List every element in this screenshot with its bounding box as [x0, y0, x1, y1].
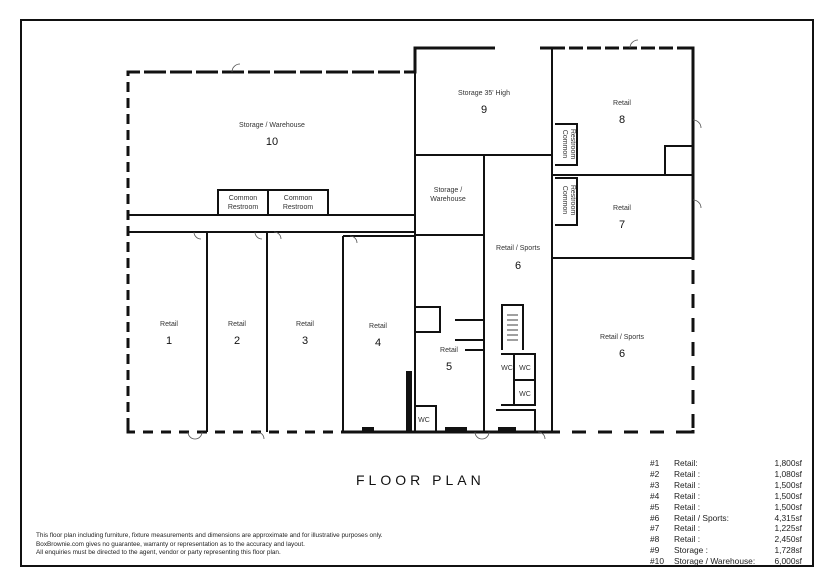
wc-3-label: WC	[519, 391, 531, 398]
room-3-number: 3	[302, 335, 308, 347]
legend-area: 1,500sf	[774, 490, 802, 501]
legend-label: Retail :	[674, 534, 701, 545]
room-10-number: 10	[266, 136, 278, 148]
legend-row: #9 Storage : 1,728sf	[650, 545, 802, 556]
room-4-number: 4	[375, 337, 381, 349]
legend-num: #1	[650, 458, 660, 468]
restroom-c-line2: Restroom	[569, 129, 576, 160]
page-frame	[20, 19, 814, 567]
wc-1-label: WC	[501, 365, 513, 372]
room-9-label: Storage 35' High	[458, 90, 510, 97]
room-2-number: 2	[234, 335, 240, 347]
legend-label: Retail :	[674, 490, 701, 501]
room-6b-number: 6	[619, 348, 625, 360]
legend-row: #8 Retail : 2,450sf	[650, 534, 802, 545]
legend-row: #7 Retail : 1,225sf	[650, 523, 802, 534]
legend-label: Storage :	[674, 545, 708, 556]
room-10-label: Storage / Warehouse	[239, 122, 305, 129]
restroom-a-line2: Restroom	[228, 204, 259, 211]
room-6a-label: Retail / Sports	[496, 245, 540, 252]
legend-row: #10 Storage / Warehouse: 6,000sf	[650, 556, 802, 567]
room-8-number: 8	[619, 114, 625, 126]
disclaimer-line: BoxBrownie.com gives no guarantee, warra…	[36, 540, 305, 548]
floor-plan-title: FLOOR PLAN	[356, 472, 485, 488]
legend-label: Retail :	[674, 501, 701, 512]
room-8-label: Retail	[613, 100, 631, 107]
legend-num: #5	[650, 501, 660, 512]
legend-label: Retail / Sports:	[674, 512, 729, 523]
legend-num: #9	[650, 545, 660, 556]
legend-num: #4	[650, 490, 660, 501]
restroom-c-line1: Common	[561, 130, 568, 159]
legend-area: 6,000sf	[774, 556, 802, 567]
legend-area: 1,500sf	[774, 501, 802, 512]
room-5-number: 5	[446, 361, 452, 373]
room-7-number: 7	[619, 219, 625, 231]
legend-label: Retail :	[674, 468, 701, 479]
room-3-label: Retail	[296, 321, 314, 328]
legend-area: 1,225sf	[774, 523, 802, 534]
room-6a-number: 6	[515, 260, 521, 272]
room-5-label: Retail	[440, 347, 458, 354]
legend-row: #1 Retail: 1,800sf	[650, 458, 802, 469]
legend-num: #10	[650, 556, 664, 567]
legend-label: Retail:	[674, 458, 698, 468]
room-2-label: Retail	[228, 321, 246, 328]
legend-label: Retail :	[674, 479, 701, 490]
legend-num: #7	[650, 523, 660, 534]
wc-4-label: WC	[418, 417, 430, 424]
legend-row: #4 Retail : 1,500sf	[650, 491, 802, 502]
restroom-b-line1: Common	[284, 195, 313, 202]
legend-label: Storage / Warehouse:	[674, 556, 756, 567]
storage-warehouse-small-line2: Warehouse	[430, 196, 466, 203]
restroom-d-line1: Common	[561, 186, 568, 215]
legend-num: #2	[650, 468, 660, 479]
wc-2-label: WC	[519, 365, 531, 372]
legend-num: #6	[650, 512, 660, 523]
room-1-number: 1	[166, 335, 172, 347]
legend-num: #3	[650, 479, 660, 490]
room-6b-label: Retail / Sports	[600, 334, 644, 341]
disclaimer-line: This floor plan including furniture, fix…	[36, 532, 383, 539]
legend-area: 4,315sf	[774, 512, 802, 523]
room-9-number: 9	[481, 104, 487, 116]
legend-num: #8	[650, 534, 660, 545]
legend-row: #2 Retail : 1,080sf	[650, 469, 802, 480]
legend-row: #3 Retail : 1,500sf	[650, 480, 802, 491]
storage-warehouse-small-line1: Storage /	[434, 187, 462, 194]
disclaimer-line: All enquiries must be directed to the ag…	[36, 549, 281, 557]
legend-area: 2,450sf	[774, 534, 802, 545]
legend-area: 1,800sf	[774, 458, 802, 468]
restroom-b-line2: Restroom	[283, 204, 314, 211]
room-7-label: Retail	[613, 205, 631, 212]
legend-label: Retail :	[674, 523, 701, 534]
legend-area: 1,500sf	[774, 479, 802, 490]
room-4-label: Retail	[369, 323, 387, 330]
restroom-a-line1: Common	[229, 195, 258, 202]
disclaimer: This floor plan including furniture, fix…	[36, 532, 383, 558]
legend-area: 1,728sf	[774, 545, 802, 556]
room-1-label: Retail	[160, 321, 178, 328]
restroom-d-line2: Restroom	[569, 185, 576, 216]
legend-row: #5 Retail : 1,500sf	[650, 502, 802, 513]
legend-area: 1,080sf	[774, 468, 802, 479]
legend-row: #6 Retail / Sports: 4,315sf	[650, 513, 802, 524]
